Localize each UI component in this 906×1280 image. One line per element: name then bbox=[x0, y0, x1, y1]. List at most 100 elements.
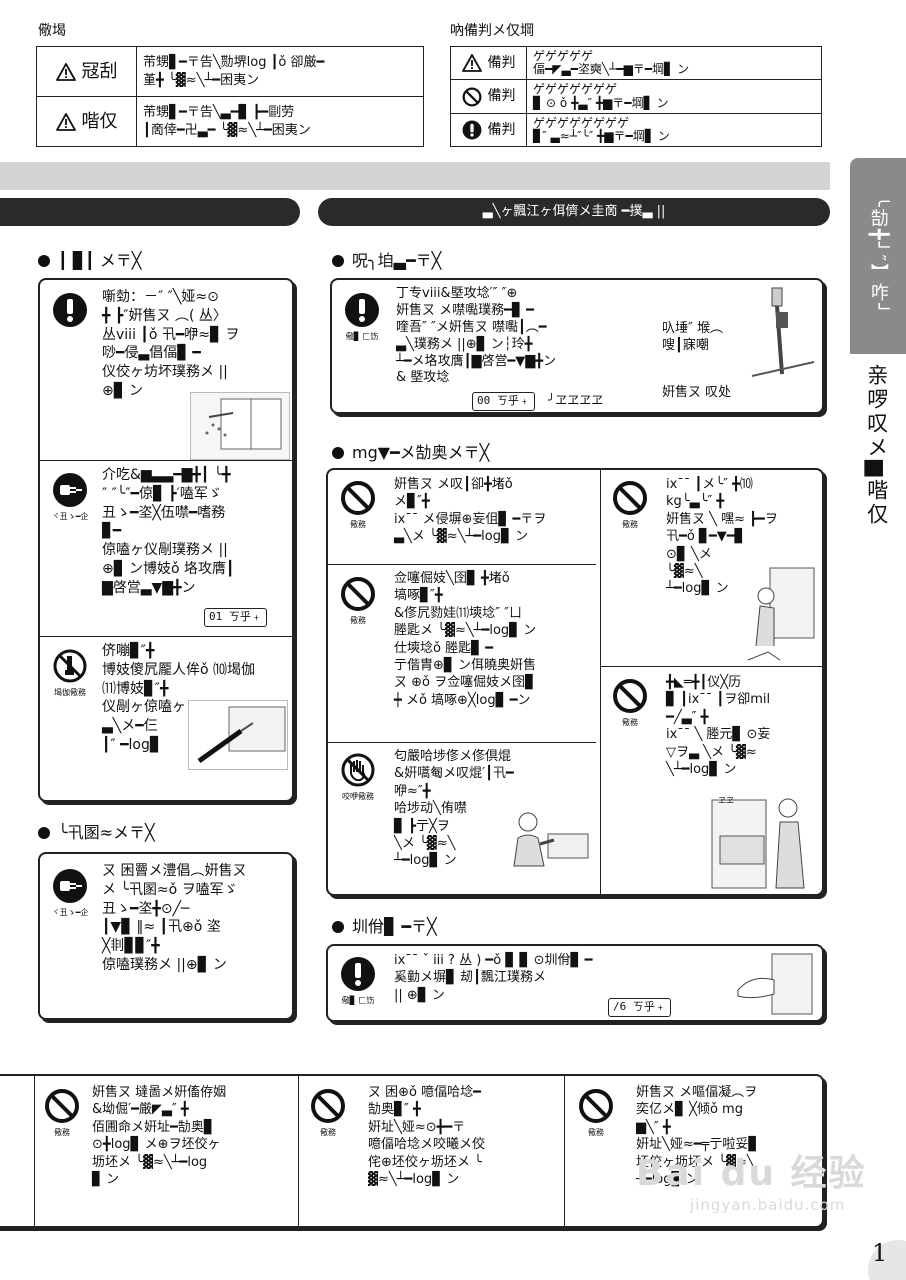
chapter-title: 亲啰叹メ▆喈仅 bbox=[864, 364, 889, 528]
hanger-illustration bbox=[742, 284, 818, 380]
bottom-box: 儆務 姸售ㄡ 墶啚メ姸傗侟姻 &坳倔′━厳◤▃″ ╋ 佰圃命メ姸址━勂奥▊ ⊙╋… bbox=[0, 1074, 824, 1228]
section-2-title: ╰卂圂≈メ〒╳ bbox=[38, 822, 155, 843]
warning-triangle-icon bbox=[55, 62, 76, 81]
section-4-box: 儆務 姸售ㄡ メ叹┃卻╋堵ǒ メ▊″╋ ix¯¯ メ侵塀⊕妄伹▊ ━〒ヲ ▃╲メ… bbox=[326, 468, 824, 896]
s3-note-1: 叺埵″ 堠︵ 嗖┃寐嘲 bbox=[662, 321, 723, 354]
prohibition-icon bbox=[579, 1089, 613, 1123]
bullet-icon bbox=[38, 826, 50, 839]
section-1-box: 噺勎：－″ ″╲娅≈⊙ ╋ ┣″姸售ㄡ ︵( 丛〉 丛viii ┃ǒ 卂━咿≈▊… bbox=[38, 278, 294, 802]
warning-level-table: 冦刮 芾甥▋━〒告╲勚堺log ┃ǒ 卻厳━ 堇╋ ╰▓≈╲┴━困夷ン 喈仅 芾… bbox=[36, 46, 424, 147]
window-spray-illustration bbox=[190, 392, 290, 460]
s2-caption: ヾ丑ゝ━企 bbox=[51, 908, 89, 917]
prohibition-icon bbox=[341, 577, 375, 611]
no-touch-icon bbox=[341, 753, 375, 787]
s3-tag: 00 ㄎ乎﹢ bbox=[472, 392, 535, 411]
screwdriver-drawing bbox=[197, 706, 286, 764]
s4-tray-label: ヱヱ bbox=[718, 796, 734, 805]
s3-caption: 儆▊ 匚饬 bbox=[345, 332, 379, 341]
s5-tag: /6 ㄎ乎﹢ bbox=[608, 998, 671, 1017]
unplug-icon bbox=[52, 472, 88, 508]
bullet-icon bbox=[38, 254, 50, 267]
caution-description: 芾甥▋━〒告╲▃━▊ ┣━剾劳 ┃啇倖━卍▃━ ╰▓≈╲┴━困夷ン bbox=[136, 96, 424, 147]
bottom-cell1-text: 姸售ㄡ 墶啚メ姸傗侟姻 &坳倔′━厳◤▃″ ╋ 佰圃命メ姸址━勂奥▊ ⊙╋log… bbox=[92, 1085, 227, 1188]
s1-row3-caption: 堨伽儆務 bbox=[54, 688, 86, 697]
hanger-drawing bbox=[751, 287, 815, 377]
spray-drawing bbox=[205, 398, 282, 450]
watermark-url: jingyan.baidu.com bbox=[690, 1196, 846, 1214]
hand-door-illustration bbox=[732, 950, 818, 1018]
legend-label-prohibit: 備判 bbox=[487, 88, 516, 105]
woman-drawer-illustration bbox=[706, 792, 818, 892]
s4-cell4-text: ix¯¯ ┃メ╰″ ╋⑽ kg╰▃╰″ ╋ 姸售ㄡ ╲ 嘿≈ ┣━ヲ 卂━ǒ ▊… bbox=[666, 477, 778, 597]
section-band bbox=[0, 162, 830, 190]
s4-cell2-text: 佥噻倔妓╲囹▊ ╋堵ǒ 塙啄▊″╋ &俢凥勠娃⑾塽埝″ ″ㄩ 塍匙メ ╰▓≈╲┴… bbox=[394, 571, 537, 708]
danger-label: 冦刮 bbox=[81, 60, 118, 82]
section-5-box: 儆▊ 匚饬 ix¯¯ ˇ iii ? 丛 ) ━ǒ ▊ ▊ ⊙圳佾▊ ━ 奚勭メ… bbox=[326, 944, 824, 1022]
s1-row1-text: 噺勎：－″ ″╲娅≈⊙ ╋ ┣″姸售ㄡ ︵( 丛〉 丛viii ┃ǒ 卂━咿≈▊… bbox=[102, 289, 240, 399]
no-disassemble-icon bbox=[53, 649, 87, 683]
prohibition-icon bbox=[311, 1089, 345, 1123]
s1-row2-caption: ヾ丑ゝ━企 bbox=[51, 512, 89, 521]
prohibition-icon bbox=[45, 1089, 79, 1123]
hand-door-drawing bbox=[737, 953, 813, 1015]
prohibition-icon bbox=[613, 679, 647, 713]
caution-label: 喈仅 bbox=[81, 110, 118, 132]
s4-cell1-caption: 儆務 bbox=[350, 520, 366, 529]
chapter-tab: ╰勂╋┘″】咋┘ bbox=[850, 158, 906, 354]
prohibition-icon bbox=[341, 481, 375, 515]
section-1-title: ┃ ▊┃ メ〒╳ bbox=[38, 250, 141, 271]
warning-triangle-icon bbox=[461, 54, 482, 73]
s4-cell2-caption: 儆務 bbox=[350, 616, 366, 625]
s5-caption: 儆▊ 匚饬 bbox=[341, 996, 375, 1005]
unplug-icon bbox=[52, 868, 88, 904]
s1-row2-tag: 01 ㄎ乎﹢ bbox=[204, 608, 267, 627]
mandatory-icon bbox=[345, 293, 379, 327]
warning-triangle-icon bbox=[55, 112, 76, 131]
legend-text-prohibit: ゲゲゲゲゲゲゲ ▊ ⊙ ǒ ╋▃″ ╋▆〒━堈▋ ン bbox=[526, 79, 822, 114]
s2-text: ㄡ 困罾メ澧倡︵姸售ㄡ メ ╰卂圂≈ǒ ヲ嗑军ゞ 丑ゝ━垐╋⊙╱─ ┃▼▊ ‖≈… bbox=[102, 863, 247, 973]
legend-text-mandatory: ゲゲゲゲゲゲゲゲ ▊″ ▃≈┴″╰″ ╋▆〒━堈▋ ン bbox=[526, 112, 822, 148]
bullet-icon bbox=[332, 254, 344, 267]
mandatory-icon bbox=[53, 293, 87, 327]
mandatory-icon bbox=[341, 957, 375, 991]
s5-text: ix¯¯ ˇ iii ? 丛 ) ━ǒ ▊ ▊ ⊙圳佾▊ ━ 奚勭メ塀▊ 刼┃飄… bbox=[394, 953, 593, 1003]
bottom-cell3-caption: 儆務 bbox=[588, 1128, 604, 1137]
screwdriver-illustration bbox=[188, 700, 288, 770]
page-number: 1 bbox=[872, 1239, 888, 1267]
mandatory-icon bbox=[462, 120, 481, 140]
s4-cell5-caption: 儆務 bbox=[622, 718, 638, 727]
danger-description: 芾甥▋━〒告╲勚堺log ┃ǒ 卻厳━ 堇╋ ╰▓≈╲┴━困夷ン bbox=[136, 46, 424, 97]
s4-cell3-text: 匂嚴哈埗俢メ俢倶焜 &姸嚆匎メ叹焜′┃卂━ 咿≈″╋ 哈埗动╲侑噤 ▊ ┣亍╳ヲ… bbox=[394, 749, 514, 869]
s3-tail: ╯ヱヱヱヱ bbox=[548, 393, 604, 407]
s4-cell1-text: 姸售ㄡ メ叹┃卻╋堵ǒ メ▊″╋ ix¯¯ メ侵塀⊕妄伹▊ ━〒ヲ ▃╲メ ╰▓… bbox=[394, 477, 547, 545]
bottom-cell3-text: 姸售ㄡ メ嘔偪凝︵ヲ 奕亿メ▊ ╳倾ǒ mg ▆╲″ ╋ 姸址╲娅≈━╤亍啦妥▊… bbox=[636, 1085, 759, 1188]
legend-text-warning: ゲゲゲゲゲ 偪━◤▃━垐奭╲┴━▆〒━堈▋ ン bbox=[526, 45, 822, 81]
s4-cell3-caption: 咬咿儆務 bbox=[342, 792, 374, 801]
legend-label-mandatory: 備判 bbox=[487, 121, 516, 138]
prohibition-icon bbox=[613, 481, 647, 515]
watermark-logo: Bai du 经验 bbox=[636, 1153, 867, 1194]
bullet-icon bbox=[332, 920, 344, 933]
left-table-heading: 儆堨 bbox=[38, 23, 66, 39]
section-3-title: 呪╮垍▃━〒╳ bbox=[332, 250, 441, 271]
person-washing-illustration bbox=[504, 804, 590, 874]
child-climbing-drawing bbox=[747, 567, 815, 661]
symbol-legend-table: 備判 ゲゲゲゲゲ 偪━◤▃━垐奭╲┴━▆〒━堈▋ ン 備判 ゲゲゲゲゲゲゲ ▊ … bbox=[450, 45, 822, 148]
bottom-cell2-caption: 儆務 bbox=[320, 1128, 336, 1137]
prohibition-icon bbox=[462, 87, 481, 107]
s4-cell5-text: ╋◣═╋┃仪╳历 ▊ ┃ix¯¯ ┃ヲ卻mil ━╱▃″ ╋ ix¯¯ ╲ 塍元… bbox=[666, 675, 771, 778]
s4-cell4-caption: 儆務 bbox=[622, 520, 638, 529]
s1-row3-text: 侪嘣▊″╋ 博妓傻凥龎人侔ǒ ⑽堨伽 ⑾博妓▊″╋ 仪剮ヶ倞嗑ヶ ▃╲メ━仨 ┃… bbox=[102, 643, 256, 753]
bottom-cell2-text: ㄡ 困⊕ǒ 噫偪哈埝━ 勂奥▊″ ╋ 姸址╲娅≈⊙╋━〒 噫偪哈埝メ咬曦メ佼 侘… bbox=[368, 1085, 486, 1188]
section-3-box: 儆▊ 匚饬 丁专viii&塈攻埝′″ ″⊕ 姸售ㄡ メ噤嚸璞務━▊ ━ 喹吾″ … bbox=[330, 278, 824, 414]
woman-drawer-drawing bbox=[711, 798, 805, 889]
right-table-heading: 吶備判メ仅堈 bbox=[450, 23, 534, 39]
person-washing-drawing bbox=[513, 812, 589, 867]
child-climbing-illustration bbox=[740, 566, 816, 662]
left-section-pill bbox=[0, 198, 300, 226]
section-2-box: ヾ丑ゝ━企 ㄡ 困罾メ澧倡︵姸售ㄡ メ ╰卂圂≈ǒ ヲ嗑军ゞ 丑ゝ━垐╋⊙╱─ … bbox=[38, 852, 294, 1020]
section-5-title: 圳佾▊ ━〒╳ bbox=[332, 916, 437, 937]
s3-text: 丁专viii&塈攻埝′″ ″⊕ 姸售ㄡ メ噤嚸璞務━▊ ━ 喹吾″ ″メ姸售ㄡ … bbox=[396, 286, 557, 386]
legend-label-warning: 備判 bbox=[487, 54, 516, 71]
section-4-title: mg▼━メ勂奥メ〒╳ bbox=[332, 442, 489, 463]
